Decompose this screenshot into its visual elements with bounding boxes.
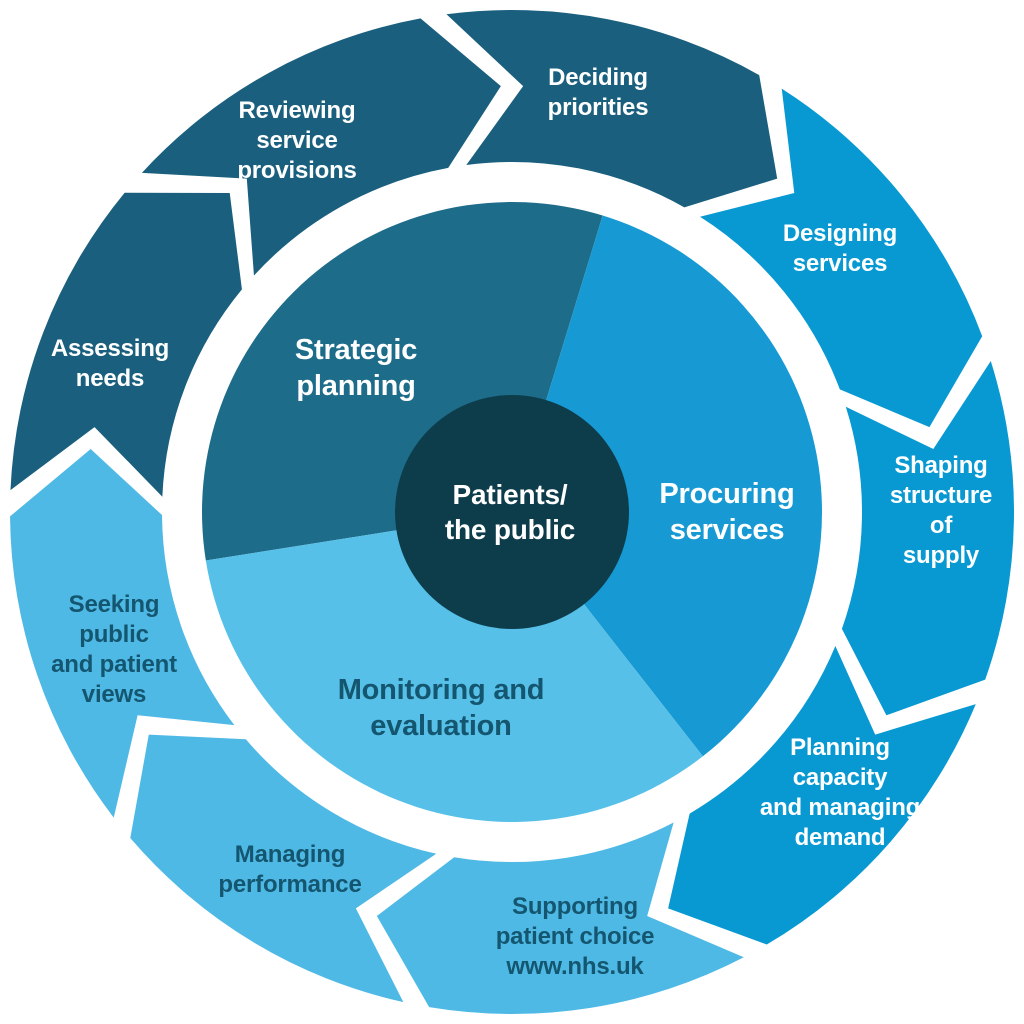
hub-circle (395, 395, 629, 629)
inner-segment-procuring-services (512, 215, 822, 757)
outer-segment-reviewing-service-provisions (141, 18, 501, 276)
outer-segment-deciding-priorities (446, 9, 778, 208)
outer-segment-shaping-structure-of-supply (841, 361, 1015, 716)
outer-segment-designing-services (700, 88, 983, 428)
inner-segment-monitoring-and-evaluation (205, 512, 703, 822)
outer-segment-assessing-needs (10, 192, 242, 497)
outer-segment-managing-performance (130, 734, 437, 1003)
outer-segment-supporting-patient-choice (376, 822, 744, 1015)
outer-segment-planning-capacity-and-managing-demand (668, 645, 976, 945)
outer-segment-seeking-public-and-patient-views (10, 449, 235, 818)
